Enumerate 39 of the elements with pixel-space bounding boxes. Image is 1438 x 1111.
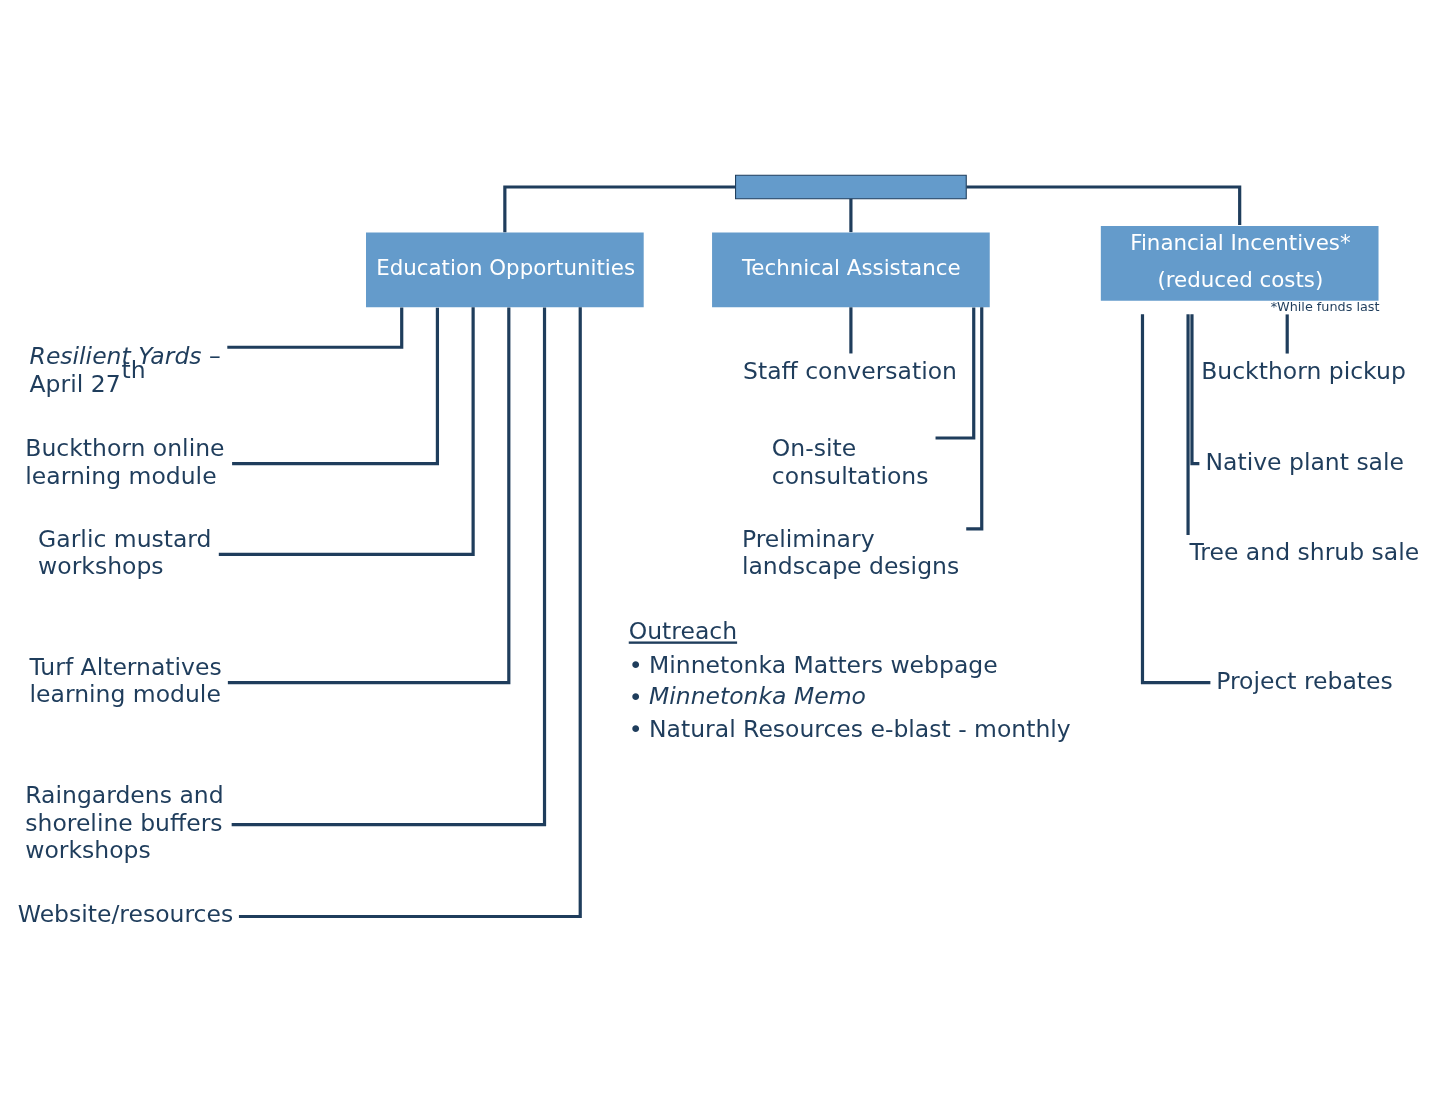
connector (1186, 314, 1190, 535)
connector (227, 307, 511, 685)
node-text: Buckthorn pickup (1201, 356, 1406, 385)
connector (849, 307, 853, 354)
connector (231, 307, 547, 827)
node-text: Raingardens and shoreline buffers workshops (25, 780, 224, 865)
label: • (628, 650, 643, 679)
connector (232, 307, 440, 466)
node-text: Project rebates (1216, 666, 1393, 695)
connector (227, 307, 404, 349)
connector (849, 198, 853, 233)
node-text: Staff conversation (743, 356, 957, 385)
node-box: Technical Assistance (712, 232, 990, 308)
connector (935, 307, 976, 440)
connector (1285, 314, 1289, 354)
connector (503, 185, 736, 233)
connector (1140, 314, 1211, 685)
node-text: On-site consultations (771, 433, 929, 490)
label: Minnetonka Matters webpage (649, 650, 998, 679)
node-text: Buckthorn online learning module (25, 433, 225, 490)
label: • (628, 714, 643, 743)
node-text: Website/resources (17, 900, 234, 929)
node-text: Native plant sale (1205, 447, 1404, 476)
node-text: Garlic mustard workshops (38, 524, 212, 581)
node-box: Financial Incentives* (reduced costs) (1100, 226, 1379, 301)
connector (1190, 314, 1200, 466)
node-text: Preliminary landscape designs (741, 524, 960, 581)
label: Outreach (628, 617, 738, 646)
label: Natural Resources e-blast - monthly (649, 714, 1071, 743)
node-text: Turf Alternatives learning module (29, 652, 222, 709)
connector (238, 307, 582, 919)
connector (966, 185, 1242, 225)
label: • (628, 682, 643, 711)
connector (218, 307, 475, 557)
node-box (735, 174, 967, 200)
node-label: *While funds last (1270, 299, 1380, 315)
node-text: Tree and shrub sale (1189, 538, 1420, 567)
label: Minnetonka Memo (649, 681, 866, 710)
node-box: Education Opportunities (366, 232, 644, 308)
